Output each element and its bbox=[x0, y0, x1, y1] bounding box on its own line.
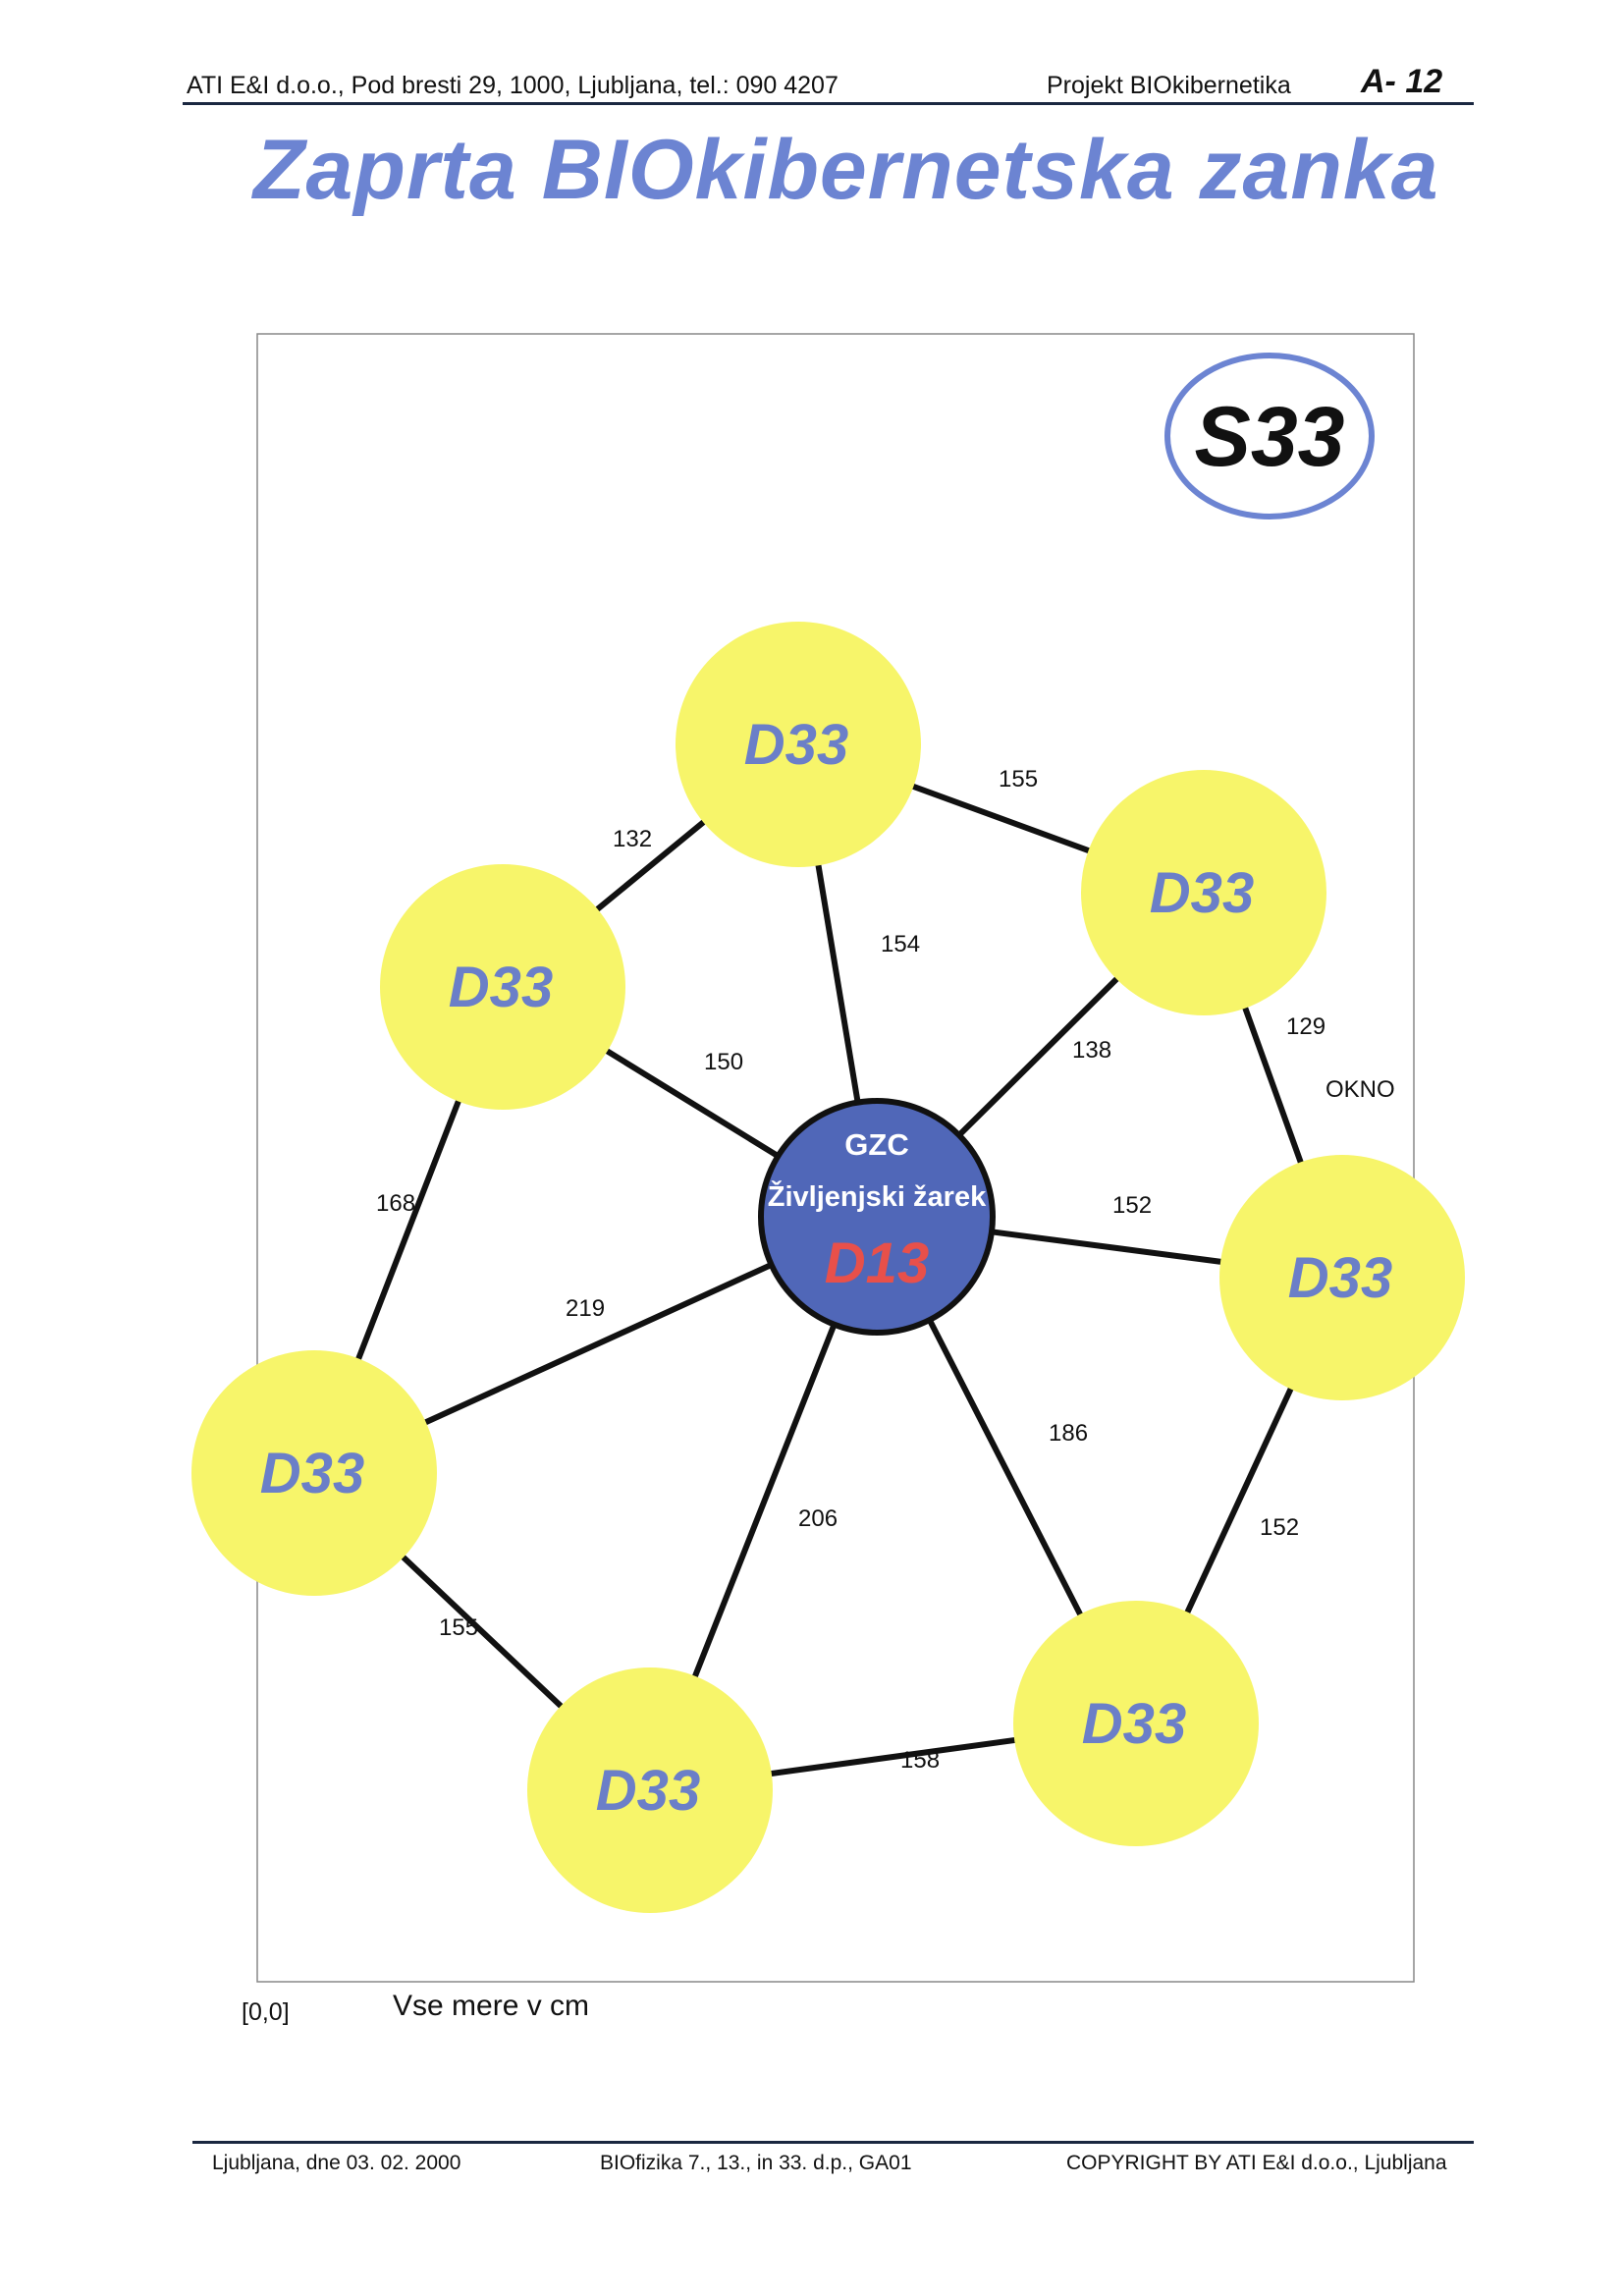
footer-copyright: COPYRIGHT BY ATI E&I d.o.o., Ljubljana bbox=[1066, 2152, 1447, 2174]
edge-length-label: 155 bbox=[999, 766, 1038, 793]
header-project: Projekt BIOkibernetika bbox=[1047, 72, 1291, 99]
edge-length-label: 158 bbox=[900, 1747, 940, 1774]
node-right: D33 bbox=[1219, 1155, 1465, 1400]
node-label: D33 bbox=[744, 713, 848, 777]
window-label: OKNO bbox=[1325, 1076, 1395, 1103]
center-node: GZC Življenjski žarek D13 bbox=[758, 1098, 996, 1336]
edge-length-label: 138 bbox=[1072, 1037, 1111, 1064]
edge-length-label: 150 bbox=[704, 1049, 743, 1075]
node-circle bbox=[676, 622, 921, 867]
header-page-number: A- 12 bbox=[1361, 63, 1443, 100]
edge-length-label: 168 bbox=[376, 1190, 415, 1217]
edge-length-label: 132 bbox=[613, 826, 652, 852]
edge-length-label: 152 bbox=[1260, 1514, 1299, 1541]
badge-label: S33 bbox=[1194, 390, 1344, 484]
edge-length-label: 154 bbox=[881, 931, 920, 957]
center-title: GZC bbox=[844, 1127, 908, 1162]
node-label: D33 bbox=[1288, 1246, 1392, 1310]
node-circle bbox=[527, 1667, 773, 1913]
header-divider bbox=[183, 102, 1474, 105]
page-title: Zaprta BIOkibernetska zanka bbox=[253, 123, 1439, 217]
node-circle bbox=[1219, 1155, 1465, 1400]
node-circle bbox=[1081, 770, 1326, 1015]
node-label: D33 bbox=[1082, 1692, 1186, 1756]
edge-length-label: 206 bbox=[798, 1505, 838, 1532]
edge-length-label: 186 bbox=[1049, 1420, 1088, 1447]
node-circle bbox=[191, 1350, 437, 1596]
node-bottom-right: D33 bbox=[1013, 1601, 1259, 1846]
footer-divider bbox=[192, 2141, 1474, 2144]
edge-length-label: 155 bbox=[439, 1614, 478, 1641]
node-top: D33 bbox=[676, 622, 921, 867]
footer-course: BIOfizika 7., 13., in 33. d.p., GA01 bbox=[600, 2152, 912, 2174]
edge-length-label: 219 bbox=[566, 1295, 605, 1322]
origin-label: [0,0] bbox=[242, 1998, 290, 2026]
node-upper-left: D33 bbox=[380, 864, 625, 1110]
units-note: Vse mere v cm bbox=[393, 1990, 589, 2022]
node-label: D33 bbox=[596, 1759, 700, 1823]
edge-length-label: 129 bbox=[1286, 1013, 1325, 1040]
center-code: D13 bbox=[825, 1231, 929, 1295]
node-left: D33 bbox=[191, 1350, 437, 1596]
node-circle bbox=[1013, 1601, 1259, 1846]
node-bottom-left: D33 bbox=[527, 1667, 773, 1913]
diagram-frame bbox=[256, 333, 1415, 1983]
center-subtitle: Življenjski žarek bbox=[768, 1179, 987, 1213]
footer-date: Ljubljana, dne 03. 02. 2000 bbox=[212, 2152, 461, 2174]
node-upper-right: D33 bbox=[1081, 770, 1326, 1015]
node-label: D33 bbox=[449, 956, 553, 1019]
header-company: ATI E&I d.o.o., Pod bresti 29, 1000, Lju… bbox=[187, 72, 839, 99]
node-label: D33 bbox=[260, 1442, 364, 1505]
edge-length-label: 152 bbox=[1112, 1192, 1152, 1219]
node-label: D33 bbox=[1150, 861, 1254, 925]
badge-ring bbox=[1164, 353, 1375, 519]
node-circle bbox=[380, 864, 625, 1110]
